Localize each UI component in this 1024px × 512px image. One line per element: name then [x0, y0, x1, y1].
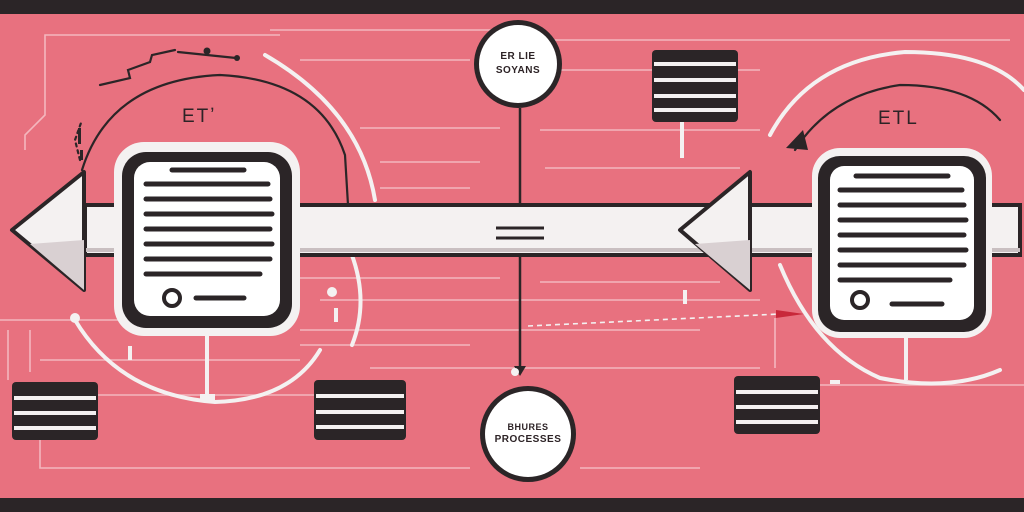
etl-label-right: ETL [878, 108, 919, 129]
left-stand-base [200, 394, 215, 402]
bottom-band [0, 498, 1024, 512]
deco-tick-2 [334, 308, 338, 322]
stack-icon-bottom-middle [314, 380, 406, 440]
stack-icon-top-right [652, 50, 738, 122]
left-large-arc [263, 53, 377, 202]
red-dashed-connector [527, 310, 804, 327]
document-icon-right [812, 148, 992, 338]
equals-icon [496, 226, 544, 240]
document-icon-left [114, 142, 300, 336]
circle-node-top [474, 20, 562, 108]
left-arc-vertical [348, 248, 363, 347]
dark-arcs [73, 48, 1002, 207]
top-band [0, 0, 1024, 14]
doc-stands [205, 118, 908, 395]
deco-tick-1 [128, 346, 132, 360]
left-squiggle-dot-1 [203, 47, 211, 55]
left-squiggle-dot-2 [234, 55, 240, 61]
left-squiggle [98, 48, 177, 87]
small-decorations [70, 287, 840, 384]
right-large-arc [768, 49, 1024, 137]
left-squiggle-2 [176, 50, 238, 60]
right-arc-arrowhead [786, 130, 808, 150]
circle-node-bottom [480, 386, 576, 482]
left-dark-arc [80, 73, 350, 207]
right-lower-arc [778, 263, 1002, 386]
deco-dot-1 [70, 313, 80, 323]
stack-icon-bottom-left [12, 382, 98, 440]
deco-tick-3 [683, 290, 687, 304]
circle-bottom-label-line2: PROCESSES [494, 434, 562, 445]
left-arrow-icon [10, 170, 86, 292]
circle-top-label-line2: SOYANS [495, 65, 541, 76]
circle-bottom-label-line1: BHURES [507, 422, 549, 432]
deco-dot-2 [327, 287, 337, 297]
left-dotted-arc [73, 118, 84, 162]
etl-label-left: ETʼ [182, 106, 217, 127]
stack-icon-bottom-right [734, 376, 820, 434]
deco-tick-4 [830, 380, 840, 384]
dark-marks [78, 128, 83, 160]
right-dark-arc [793, 83, 1002, 152]
circle-top-label-line1: ER LIE [500, 51, 536, 62]
deco-dot-3 [511, 368, 519, 376]
center-down-arrowhead [514, 366, 526, 376]
left-frame-line [24, 34, 280, 150]
center-arrow-icon [678, 170, 752, 292]
